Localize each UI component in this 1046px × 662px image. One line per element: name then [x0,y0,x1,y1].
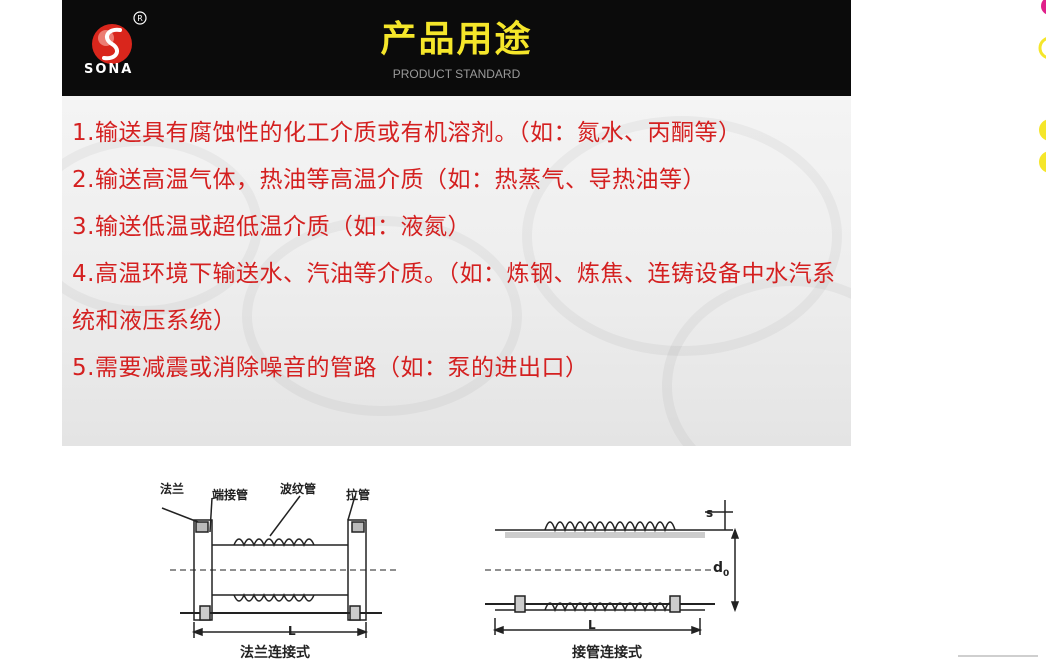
use-item-4: 4.高温环境下输送水、汽油等介质。（如：炼钢、炼焦、连铸设备中水汽系统和液压系统… [72,261,836,334]
sona-logo-icon: R [92,11,147,64]
brand-name: SONA [84,62,134,77]
label-d0: d0 [713,560,729,579]
label-length-l2: L [588,618,596,632]
page-subtitle: PRODUCT STANDARD [392,67,521,81]
label-d-sub: 0 [723,568,730,579]
use-item-2: 2.输送高温气体，热油等高温介质（如：热蒸气、导热油等） [72,167,706,193]
edge-decoration [1038,0,1046,173]
label-end-pipe: 端接管 [212,488,249,502]
caption-flange: 法兰连接式 [240,645,310,661]
uses-panel: 1.输送具有腐蚀性的化工介质或有机溶剂。（如：氮水、丙酮等） 2.输送高温气体，… [62,96,851,446]
header-banner: R SONA 产品用途 PRODUCT STANDARD [62,0,851,96]
flange-connection-diagram [161,495,400,638]
uses-list: 1.输送具有腐蚀性的化工介质或有机溶剂。（如：氮水、丙酮等） 2.输送高温气体，… [72,110,842,392]
registered-mark: R [137,14,143,23]
label-d: d [713,560,724,576]
use-item-1: 1.输送具有腐蚀性的化工介质或有机溶剂。（如：氮水、丙酮等） [72,120,742,146]
bottom-divider [958,655,1038,657]
connection-diagrams: 法兰 端接管 波纹管 拉管 L 法兰连接式 s d0 L 接管连接式 [150,470,760,661]
bg-ring [62,136,262,316]
label-length-l: L [288,624,296,638]
label-tie-rod: 拉管 [346,488,371,502]
use-item-5: 5.需要减震或消除噪音的管路（如：泵的进出口） [72,355,589,381]
use-item-3: 3.输送低温或超低温介质（如：液氮） [72,214,471,240]
page-title: 产品用途 [380,19,533,60]
label-bellows: 波纹管 [280,482,317,496]
bg-ring [662,276,851,446]
caption-pipe: 接管连接式 [572,645,642,661]
label-s: s [706,506,714,520]
label-flange: 法兰 [160,482,185,496]
pipe-connection-diagram [485,500,740,635]
bg-ring [242,216,522,416]
